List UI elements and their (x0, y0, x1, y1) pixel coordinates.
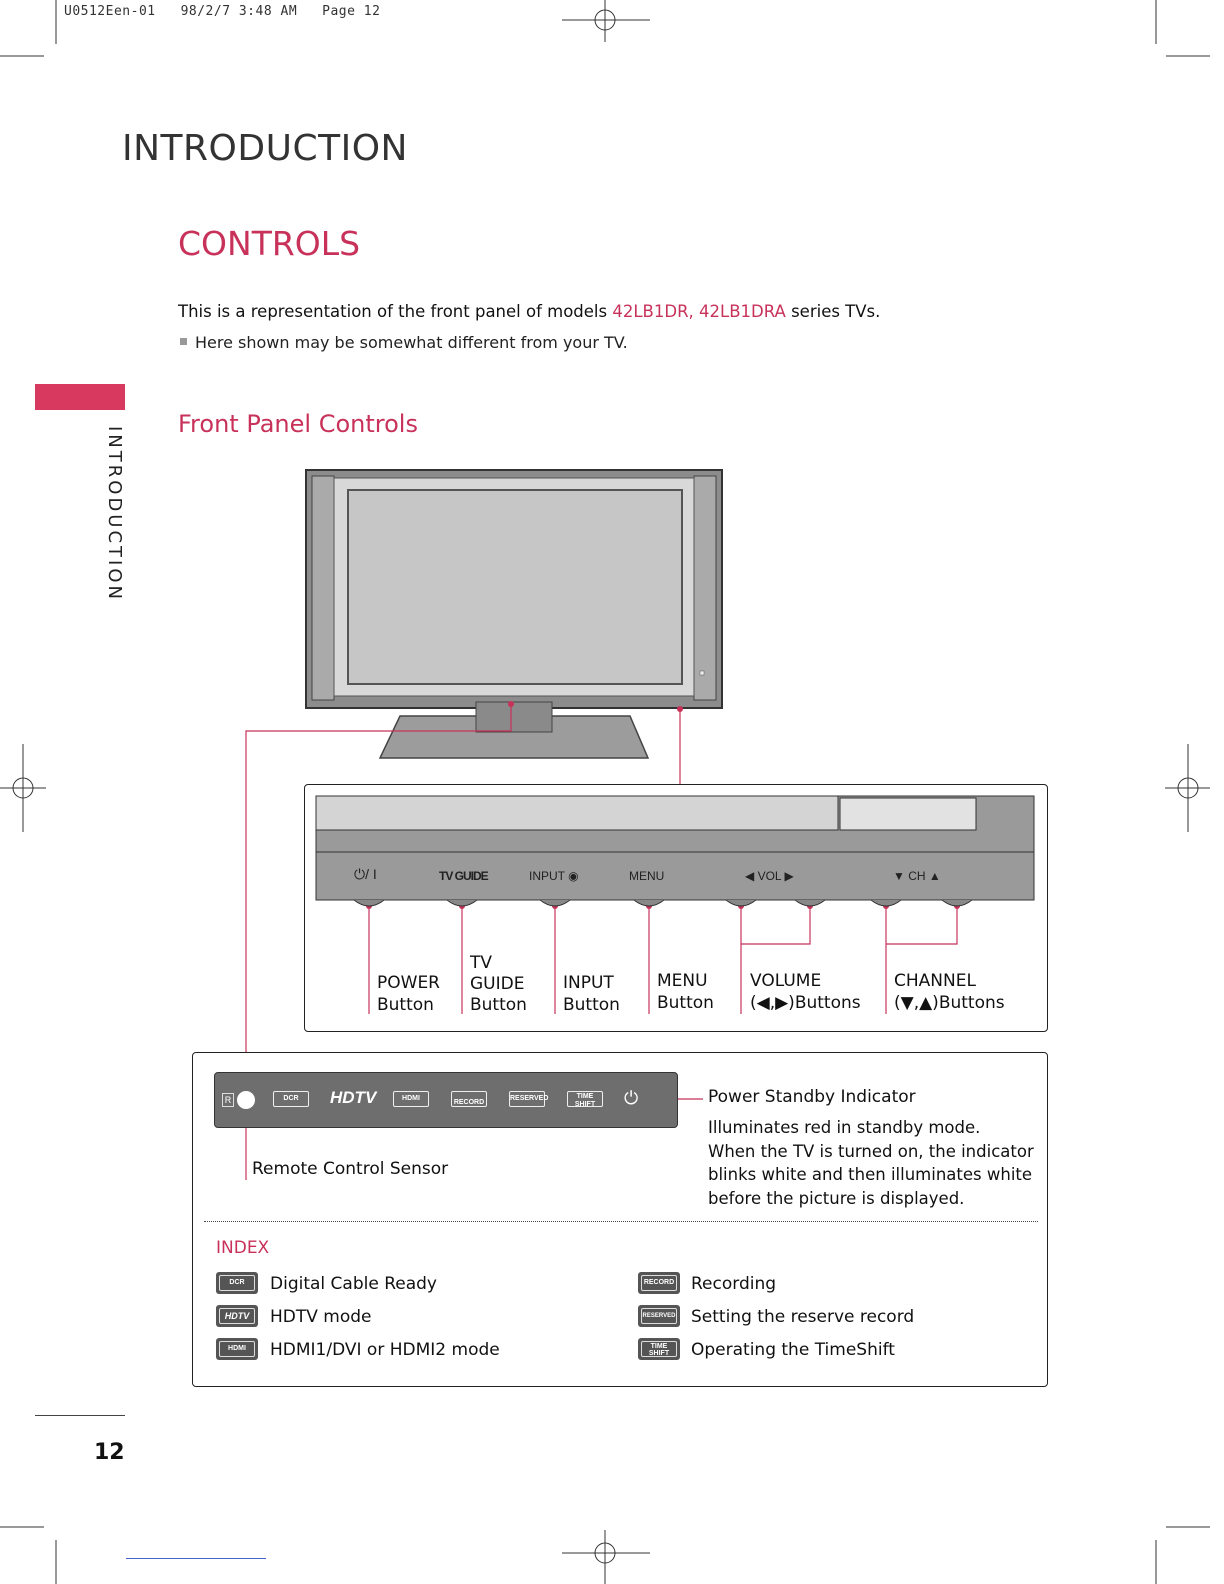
note-label: Here shown may be somewhat different fro… (195, 333, 628, 352)
r-mark-icon: R (222, 1093, 234, 1107)
desc-line-3: blinks white and then illuminates white (708, 1165, 1033, 1184)
record-icon: RECORD (448, 1088, 490, 1110)
index-reserved-icon: RESERVED (638, 1305, 680, 1327)
tvguide-button-label: TV GUIDE (439, 869, 489, 883)
remote-sensor-icon (237, 1091, 255, 1109)
volume-button-label: ◀ VOL ▶ (745, 869, 794, 883)
menu-callout-line1: MENU (657, 971, 708, 991)
desc-line-1: Illuminates red in standby mode. (708, 1118, 981, 1137)
menu-callout: MENU Button (657, 970, 714, 1014)
section-title: CONTROLS (178, 224, 361, 263)
intro-text: This is a representation of the front pa… (178, 302, 880, 321)
hdtv-icon: HDTV (330, 1088, 377, 1107)
channel-callout: CHANNEL (▼,▲)Buttons (894, 970, 1005, 1014)
tvguide-callout-line3: Button (470, 995, 527, 1015)
side-tab-bar (35, 384, 125, 410)
intro-suffix: series TVs. (785, 302, 881, 321)
page-title: INTRODUCTION (122, 128, 408, 169)
subsection-title: Front Panel Controls (178, 410, 418, 438)
index-timeshift-icon: TIME SHIFT (638, 1338, 680, 1360)
channel-callout-line2: (▼,▲)Buttons (894, 993, 1005, 1013)
power-callout-line1: POWER (377, 973, 440, 993)
index-item-record: Recording (691, 1274, 777, 1294)
power-callout: POWER Button (377, 972, 440, 1016)
power-indicator-icon: ⏻ (624, 1088, 639, 1109)
index-hdtv-icon: HDTV (216, 1305, 258, 1327)
dcr-icon: DCR (270, 1088, 312, 1110)
tvguide-callout: TV GUIDE Button (470, 953, 527, 1016)
desc-line-4: before the picture is displayed. (708, 1188, 965, 1208)
channel-callout-line1: CHANNEL (894, 971, 976, 991)
volume-callout-line2: (◀,▶)Buttons (750, 993, 861, 1013)
index-item-reserved: Setting the reserve record (691, 1307, 915, 1327)
timeshift-icon: TIME SHIFT (564, 1088, 606, 1110)
input-callout-line1: INPUT (563, 973, 614, 993)
indicator-panel-box (192, 1052, 1048, 1387)
input-button-label: INPUT ◉ (529, 869, 579, 883)
bottom-link-line (126, 1558, 266, 1559)
tvguide-callout-line1: TV (470, 953, 493, 973)
remote-sensor-label: Remote Control Sensor (252, 1159, 449, 1179)
print-header: U0512Een-01 98/2/7 3:48 AM Page 12 (64, 4, 381, 19)
dotted-divider (204, 1221, 1038, 1222)
bullet-square-icon (180, 338, 187, 345)
power-callout-line2: Button (377, 995, 434, 1015)
intro-models: 42LB1DR, 42LB1DRA (612, 302, 786, 321)
index-item-hdmi: HDMI1/DVI or HDMI2 mode (270, 1340, 500, 1360)
index-dcr-icon: DCR (216, 1272, 258, 1294)
volume-callout-line1: VOLUME (750, 971, 822, 991)
input-callout-line2: Button (563, 995, 620, 1015)
menu-button-label: MENU (629, 869, 665, 883)
power-indicator-description: Illuminates red in standby mode. When th… (708, 1116, 1034, 1210)
index-item-hdtv: HDTV mode (270, 1307, 372, 1327)
input-callout: INPUT Button (563, 972, 620, 1016)
volume-callout: VOLUME (◀,▶)Buttons (750, 970, 861, 1014)
reserved-icon: RESERVED (506, 1088, 548, 1110)
index-record-icon: RECORD (638, 1272, 680, 1294)
tv-illustration (305, 469, 723, 759)
front-panel-box (304, 784, 1048, 1032)
menu-callout-line2: Button (657, 993, 714, 1013)
power-button-label: ⏻/ I (354, 866, 377, 882)
intro-prefix: This is a representation of the front pa… (178, 302, 613, 321)
footer-rule (35, 1415, 125, 1416)
power-indicator-title: Power Standby Indicator (708, 1087, 916, 1107)
indicator-strip (214, 1072, 678, 1128)
button-strip-graphic (315, 795, 1035, 907)
index-hdmi-icon: HDMI (216, 1338, 258, 1360)
tvguide-callout-line2: GUIDE (470, 974, 525, 994)
index-item-dcr: Digital Cable Ready (270, 1274, 437, 1294)
note-text: Here shown may be somewhat different fro… (180, 333, 628, 352)
index-item-timeshift: Operating the TimeShift (691, 1340, 895, 1360)
hdmi-icon: HDMI (390, 1088, 432, 1110)
desc-line-2: When the TV is turned on, the indicator (708, 1141, 1034, 1161)
channel-button-label: ▼ CH ▲ (893, 869, 941, 883)
index-heading: INDEX (216, 1238, 270, 1258)
page-number: 12 (94, 1440, 125, 1465)
side-tab-label: INTRODUCTION (104, 426, 125, 602)
